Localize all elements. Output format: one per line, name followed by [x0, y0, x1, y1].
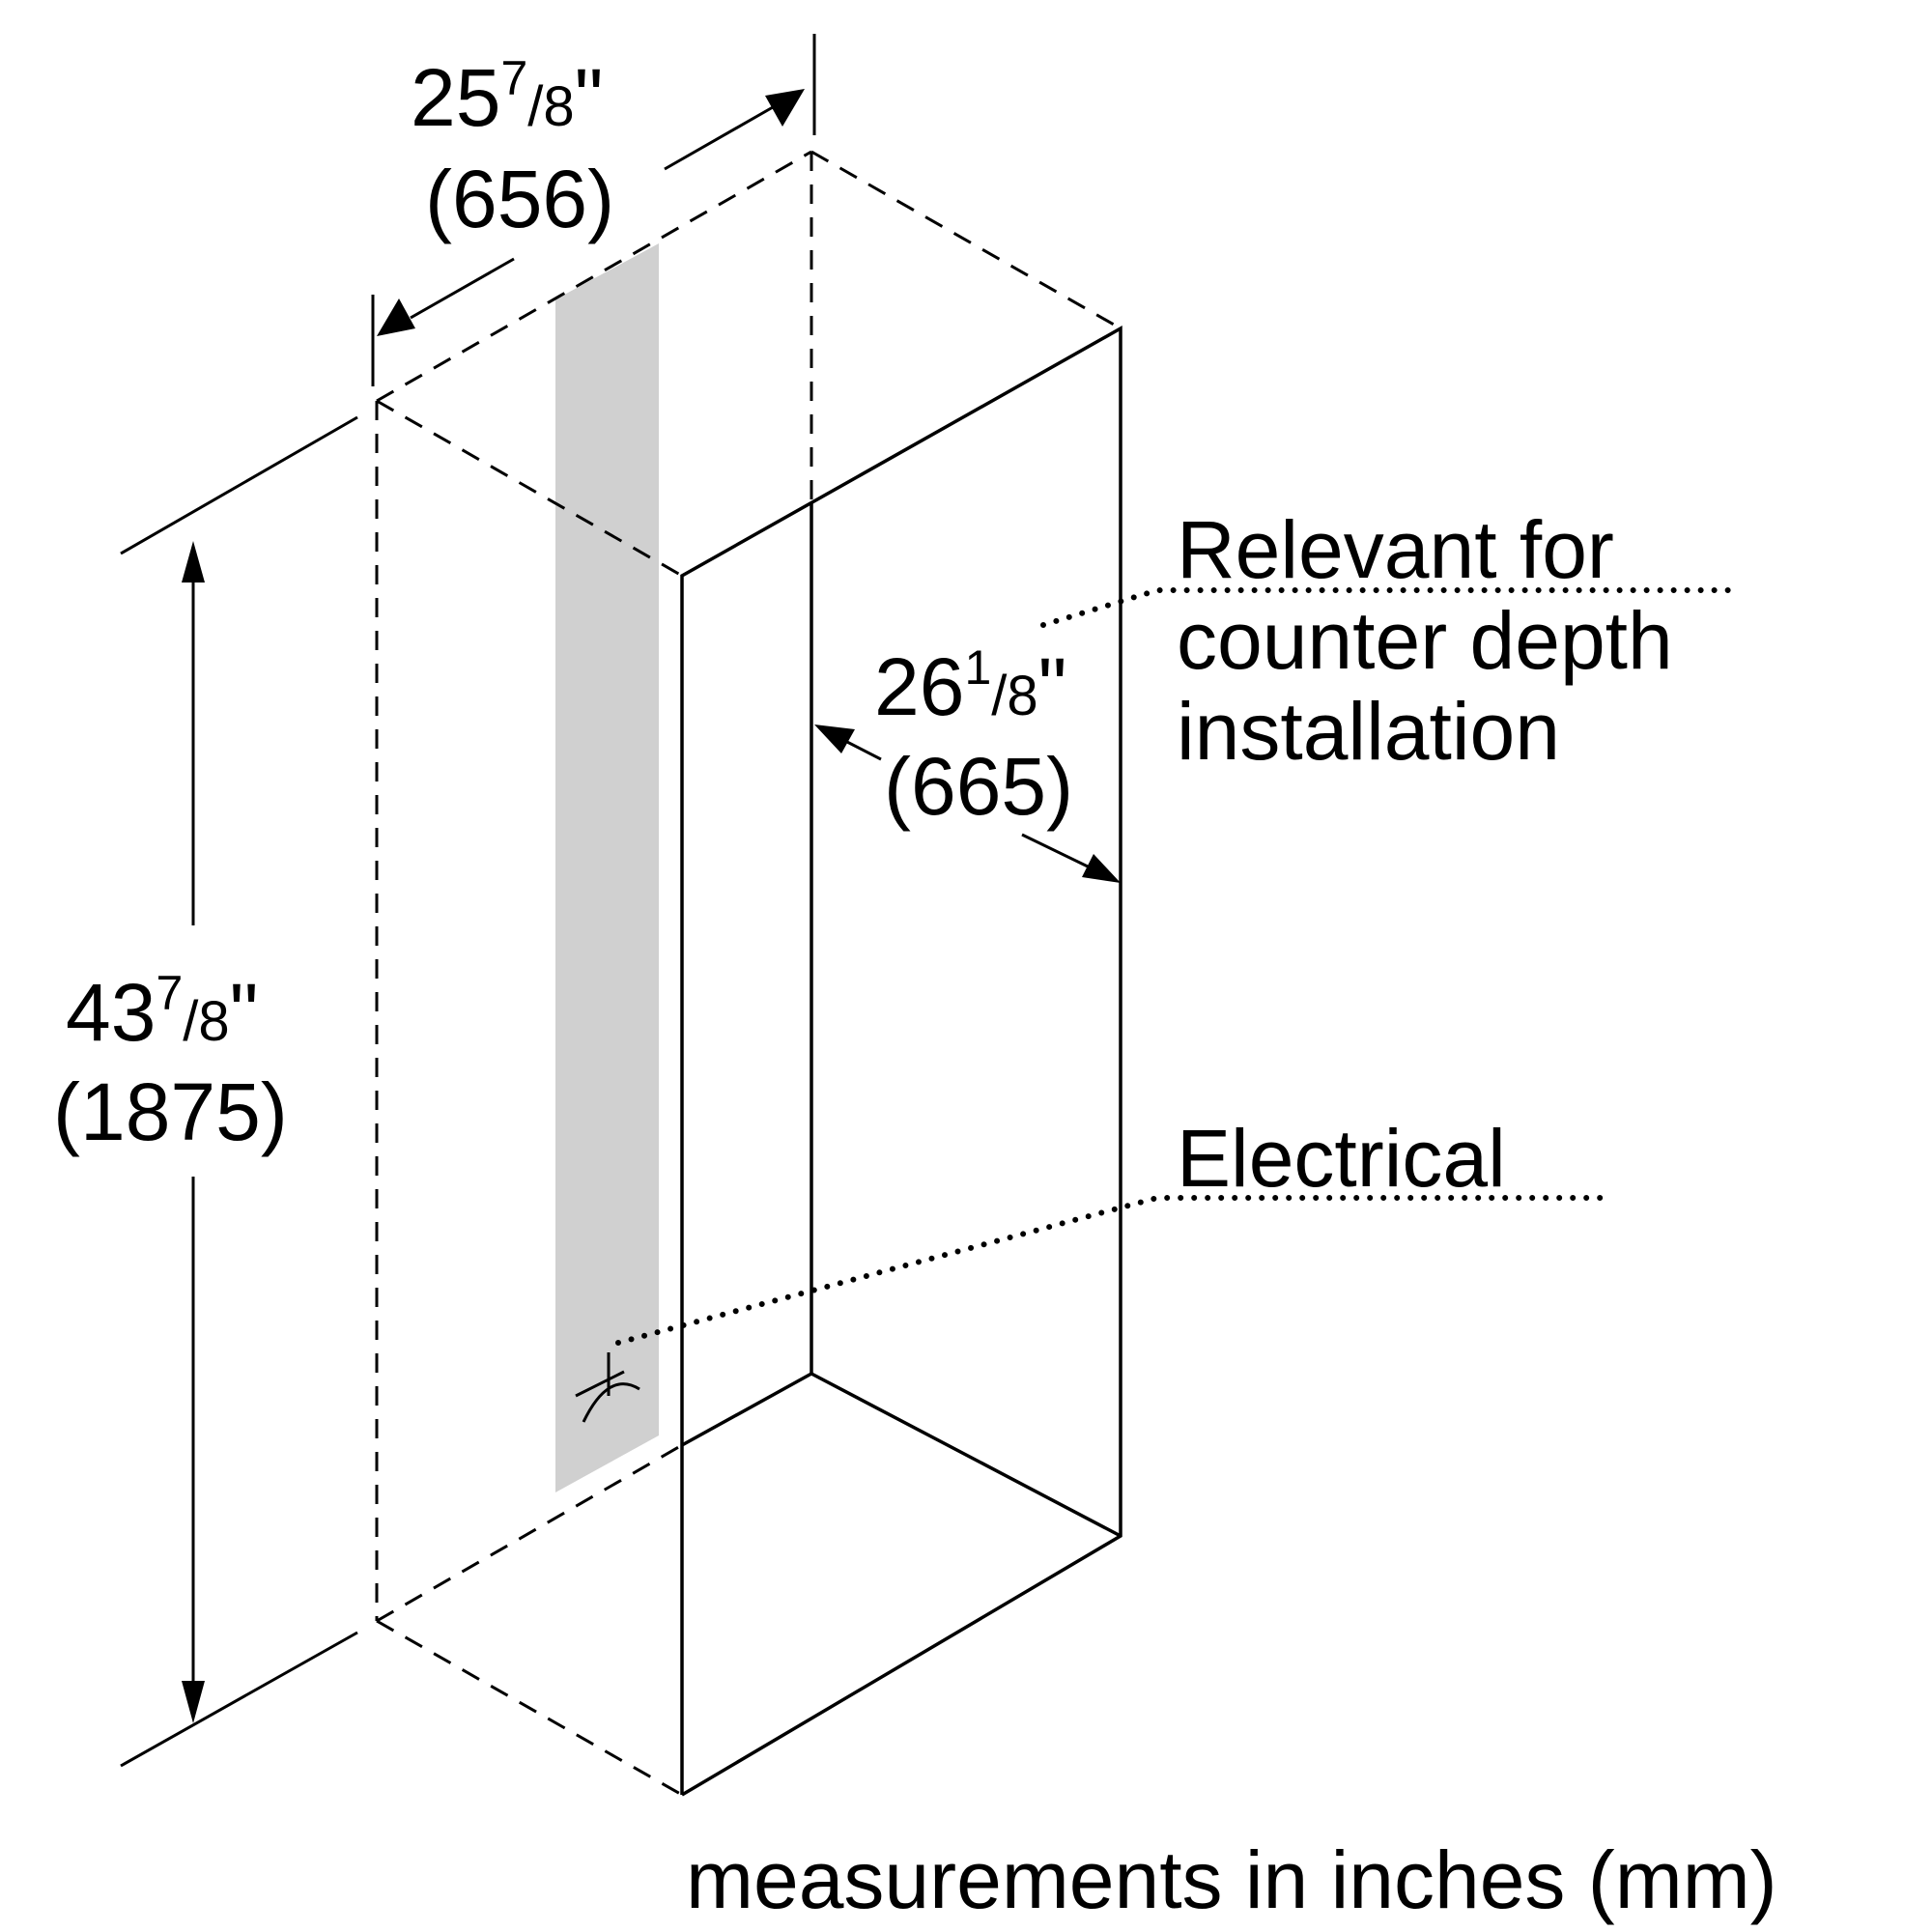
outlet-symbol-icon [575, 1352, 640, 1423]
appliance-box [680, 326, 1122, 1797]
width-label-inches: 257/8" [411, 51, 603, 143]
width-dimension [371, 34, 816, 386]
shaded-strip [555, 243, 659, 1492]
depth-label-mm: (665) [884, 741, 1073, 832]
height-label-mm: (1875) [53, 1066, 288, 1157]
relevant-callout-line-1: Relevant for [1177, 504, 1614, 595]
height-label-inches: 437/8" [66, 966, 258, 1058]
width-label-mm: (656) [425, 154, 614, 244]
height-dimension [120, 415, 358, 1768]
relevant-callout-line-3: installation [1177, 686, 1560, 777]
relevant-callout-line-2: counter depth [1177, 595, 1673, 686]
electrical-callout: Electrical [1177, 1113, 1506, 1204]
leader-lines [615, 587, 1742, 1346]
depth-dimension [814, 724, 1121, 883]
depth-label-inches: 261/8" [874, 640, 1066, 732]
units-footer: measurements in inches (mm) [686, 1834, 1777, 1925]
hidden-edges [375, 150, 1122, 1797]
